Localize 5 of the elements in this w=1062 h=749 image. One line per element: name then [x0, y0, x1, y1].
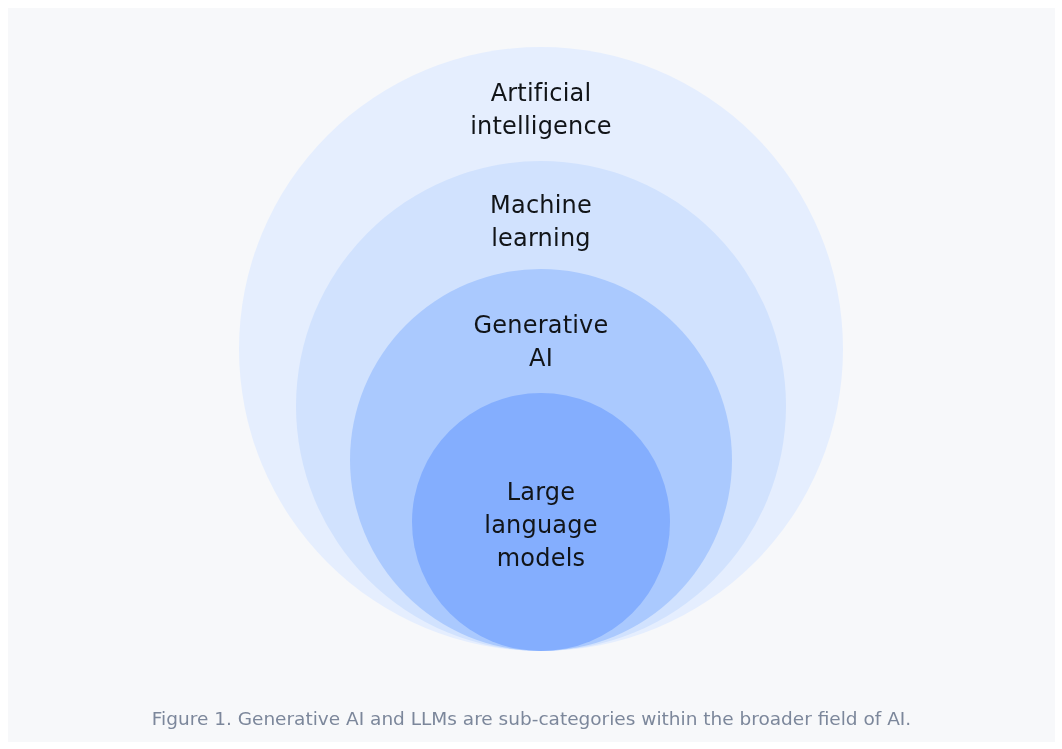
- circle-label: Artificial intelligence: [469, 78, 613, 142]
- circle-label: Large language models: [483, 477, 599, 574]
- circle-label: Generative AI: [472, 310, 610, 374]
- figure-caption: Figure 1. Generative AI and LLMs are sub-categories within the broader field of AI.: [150, 708, 913, 729]
- circle-label: Machine learning: [489, 190, 593, 254]
